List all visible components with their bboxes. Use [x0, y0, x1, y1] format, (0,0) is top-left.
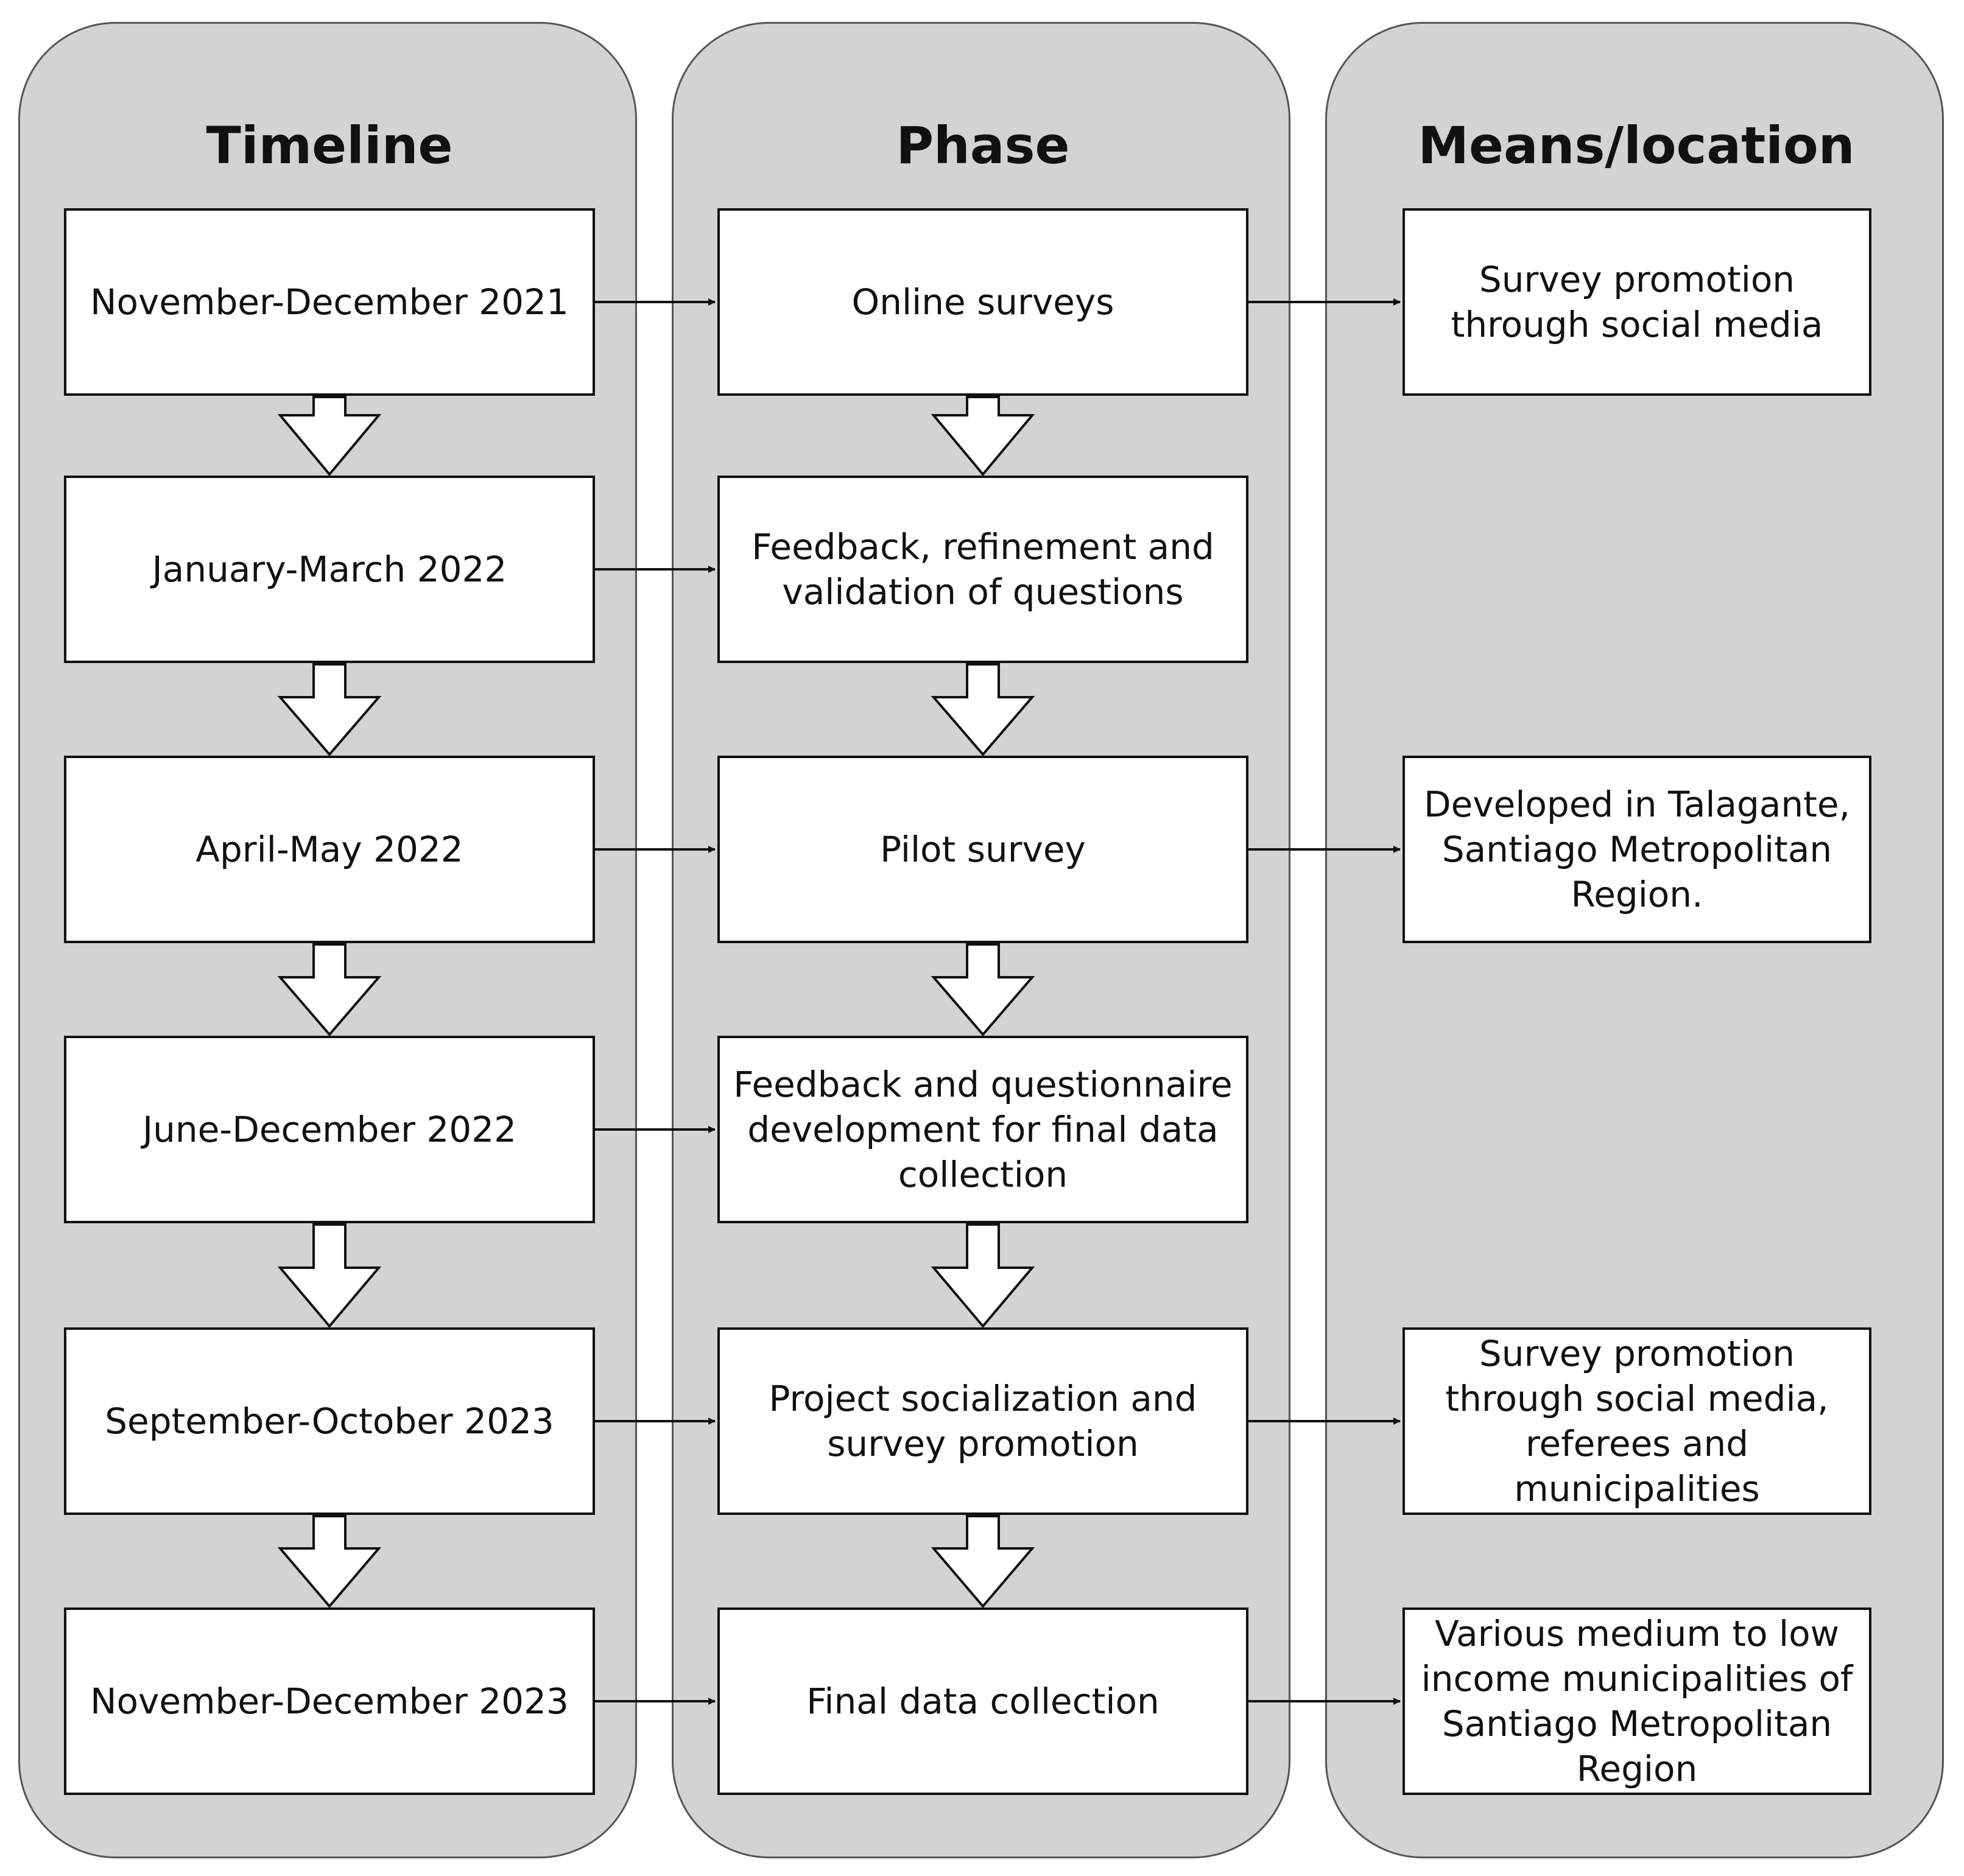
timeline-box-label: June-December 2022 [142, 1109, 517, 1150]
phase-box-label: Final data collection [806, 1681, 1160, 1722]
phase-box: Project socialization and survey promoti… [717, 1327, 1248, 1515]
timeline-box: November-December 2023 [64, 1607, 595, 1795]
phase-box: Final data collection [717, 1607, 1248, 1795]
timeline-box: April-May 2022 [64, 756, 595, 943]
timeline-box-label: April-May 2022 [195, 829, 463, 870]
timeline-box: June-December 2022 [64, 1036, 595, 1223]
means-box: Developed in Talagante, Santiago Metropo… [1403, 756, 1871, 943]
timeline-box-label: January-March 2022 [152, 549, 507, 590]
phase-box: Pilot survey [717, 756, 1248, 943]
means-box-label: Survey promotion through social media [1451, 259, 1823, 345]
phase-box-label: Feedback, refinement and validation of q… [751, 526, 1214, 613]
timeline-box: September-October 2023 [64, 1327, 595, 1515]
phase-box-label: Online surveys [851, 281, 1114, 323]
phase-box-label: Project socialization and survey promoti… [769, 1378, 1197, 1464]
phase-box-label: Pilot survey [880, 829, 1086, 870]
timeline-box-label: September-October 2023 [105, 1400, 554, 1442]
means-box: Survey promotion through social media [1403, 208, 1871, 396]
means-box: Various medium to low income municipalit… [1403, 1607, 1871, 1795]
phase-box: Online surveys [717, 208, 1248, 396]
phase-box: Feedback and questionnaire development f… [717, 1036, 1248, 1223]
timeline-box-label: November-December 2023 [90, 1681, 569, 1722]
means-box-label: Various medium to low income municipalit… [1421, 1613, 1853, 1790]
phase-box-label: Feedback and questionnaire development f… [733, 1064, 1233, 1195]
phase-box: Feedback, refinement and validation of q… [717, 476, 1248, 663]
phase-lane-title: Phase [896, 116, 1070, 175]
timeline-box-label: November-December 2021 [90, 281, 569, 323]
means-lane-title: Means/location [1418, 116, 1855, 175]
means-box-label: Developed in Talagante, Santiago Metropo… [1423, 784, 1851, 915]
timeline-box: January-March 2022 [64, 476, 595, 663]
means-box-label: Survey promotion through social media, r… [1445, 1333, 1829, 1509]
timeline-box: November-December 2021 [64, 208, 595, 396]
timeline-lane-title: Timeline [206, 116, 453, 175]
means-box: Survey promotion through social media, r… [1403, 1327, 1871, 1515]
